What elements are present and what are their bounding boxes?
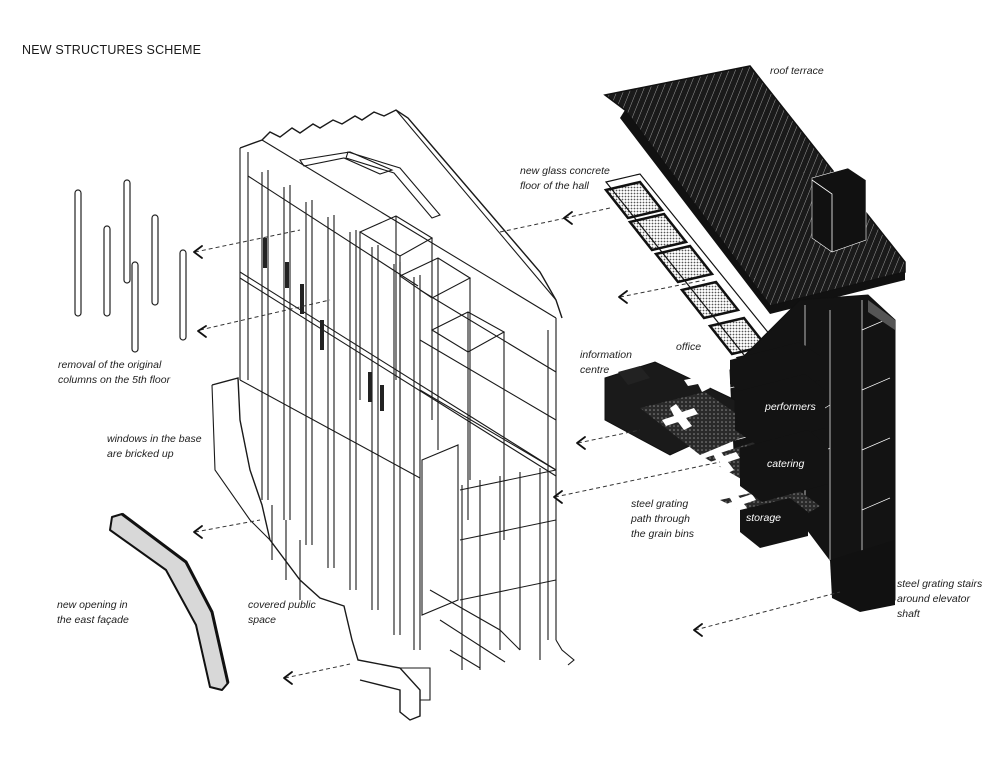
diagram-title: NEW STRUCTURES SCHEME bbox=[22, 43, 202, 57]
main-building bbox=[211, 109, 575, 721]
label-steel-stairs: steel grating stairs around elevator sha… bbox=[897, 578, 983, 620]
explode-arrows bbox=[194, 207, 841, 679]
label-information-centre: information centre bbox=[580, 349, 632, 376]
label-windows-bricked: windows in the base are bricked up bbox=[107, 433, 202, 460]
label-catering: catering bbox=[767, 458, 805, 470]
label-new-opening: new opening in the east façade bbox=[57, 599, 129, 626]
label-covered-space: covered public space bbox=[248, 599, 316, 626]
label-roof-terrace: roof terrace bbox=[770, 65, 824, 77]
east-facade-opening-slab bbox=[109, 512, 230, 691]
new-structures-block bbox=[603, 65, 906, 612]
label-glass-floor: new glass concrete floor of the hall bbox=[520, 165, 610, 192]
arrow-heads bbox=[193, 211, 703, 685]
label-steel-path: steel grating path through the grain bin… bbox=[631, 498, 695, 540]
label-storage: storage bbox=[746, 512, 782, 524]
facade-windows bbox=[263, 238, 384, 411]
label-performers: performers bbox=[765, 401, 816, 413]
label-office: office bbox=[676, 341, 702, 353]
label-removal-columns: removal of the original columns on the 5… bbox=[58, 359, 171, 386]
removed-columns bbox=[74, 179, 187, 353]
